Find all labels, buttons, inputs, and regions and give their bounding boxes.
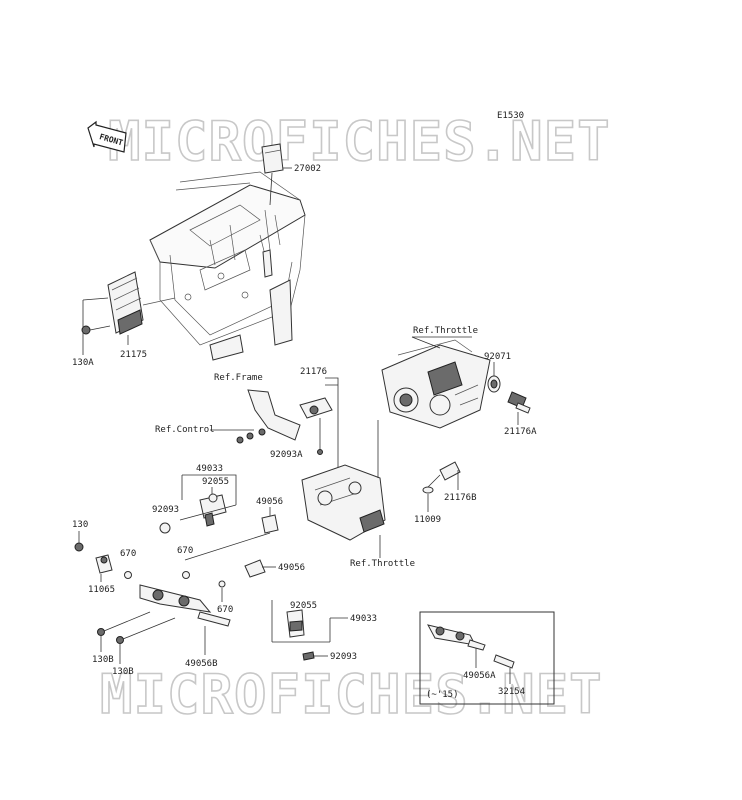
bolt-130	[74, 531, 84, 552]
oring-92093-bottom-icon	[302, 651, 315, 661]
label-49033-top: 49033	[196, 464, 223, 474]
grommet-11065	[95, 554, 113, 574]
pipe-49056-top	[261, 507, 279, 534]
bolt-130B-a	[97, 611, 151, 636]
label-11065: 11065	[88, 585, 115, 595]
label-49056A: 49056A	[463, 671, 496, 681]
label-21176B: 21176B	[444, 493, 477, 503]
sensor-21176B	[424, 461, 461, 491]
label-130: 130	[72, 520, 88, 530]
label-49056-mid: 49056	[278, 563, 305, 573]
label-670-b: 670	[177, 546, 193, 556]
frame-assembly	[149, 171, 306, 361]
throttle-body	[381, 339, 491, 429]
bolt-130B-b	[116, 617, 176, 644]
intake-mount	[301, 464, 386, 541]
label-21176A: 21176A	[504, 427, 537, 437]
label-ref-throttle-bottom: Ref.Throttle	[350, 559, 415, 569]
label-130B-a: 130B	[92, 655, 114, 665]
label-ref-frame: Ref.Frame	[214, 373, 263, 383]
label-11009: 11009	[414, 515, 441, 525]
watermark-top: MICROFICHES.NET	[108, 110, 611, 173]
inset-tag: (~'15)	[426, 690, 459, 700]
label-130A: 130A	[72, 358, 94, 368]
label-49056-top: 49056	[256, 497, 283, 507]
bolt-130A	[81, 325, 111, 335]
label-92093A: 92093A	[270, 450, 303, 460]
inset-box	[419, 611, 555, 705]
watermark-bottom: MICROFICHES.NET	[100, 663, 603, 726]
ecu-21175	[107, 271, 176, 335]
label-27002: 27002	[294, 164, 321, 174]
relay-27002	[261, 143, 292, 206]
oring-670-c-icon	[218, 580, 226, 588]
label-49056B: 49056B	[185, 659, 218, 669]
injector-49033-top	[199, 493, 227, 527]
label-ref-control: Ref.Control	[155, 425, 215, 435]
sensor-21176	[299, 397, 333, 450]
sensor-21176A	[507, 391, 531, 414]
label-92055-top: 92055	[202, 477, 229, 487]
oring-670-a-icon	[124, 571, 132, 579]
label-670-a: 670	[120, 549, 136, 559]
oring-92093A-icon	[317, 449, 323, 455]
label-92093-bottom: 92093	[330, 652, 357, 662]
label-670-c: 670	[217, 605, 233, 615]
oring-92093-top-icon	[159, 522, 171, 534]
label-21176: 21176	[300, 367, 327, 377]
label-49033-bottom: 49033	[350, 614, 377, 624]
seal-92071	[487, 375, 501, 393]
label-92093-top: 92093	[152, 505, 179, 515]
label-92055-bottom: 92055	[290, 601, 317, 611]
control-bracket	[236, 389, 301, 444]
oring-670-b-icon	[182, 571, 190, 579]
pipe-49056-mid	[244, 559, 266, 578]
label-ref-throttle-top: Ref.Throttle	[413, 326, 478, 336]
front-arrow-icon: FRONT	[87, 120, 127, 153]
label-130B-b: 130B	[112, 667, 134, 677]
injector-49033-bottom	[286, 609, 305, 638]
diagram-code: E1530	[497, 111, 524, 121]
label-21175: 21175	[120, 350, 147, 360]
label-92071: 92071	[484, 352, 511, 362]
gasket-11009-icon	[422, 486, 434, 494]
label-32154: 32154	[498, 687, 525, 697]
fuel-rail	[139, 584, 231, 627]
